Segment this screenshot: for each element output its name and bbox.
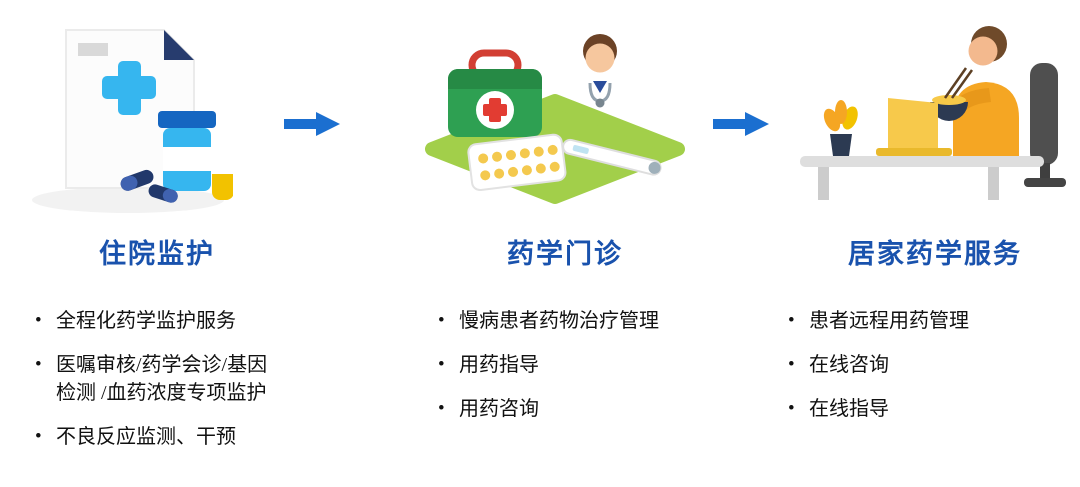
hospital-monitoring-illustration (28, 10, 234, 220)
desk (800, 156, 1044, 200)
pharmacy-clinic-icon (425, 34, 685, 204)
list-item: 全程化药学监护服务 (32, 307, 282, 335)
arrow-right-icon (713, 110, 771, 143)
list-item: 患者远程用药管理 (785, 307, 1080, 335)
list-item: 在线指导 (785, 395, 1080, 423)
list-item: 用药指导 (435, 351, 695, 379)
laptop-icon (876, 98, 952, 156)
list-item: 不良反应监测、干预 (32, 423, 282, 451)
section-pharmacy-clinic: 药学门诊 慢病患者药物治疗管理 用药指导 用药咨询 (435, 232, 695, 439)
section-title: 居家药学服务 (848, 239, 1022, 269)
bullet-list: 患者远程用药管理 在线咨询 在线指导 (785, 307, 1080, 423)
medicine-cup-icon (212, 174, 234, 200)
capsule-pills-icon (120, 169, 178, 203)
medical-cross-icon (102, 61, 156, 115)
bullet-list: 全程化药学监护服务 医嘱审核/药学会诊/基因检测 /血药浓度专项监护 不良反应监… (32, 307, 282, 451)
section-hospital-monitoring: 住院监护 全程化药学监护服务 医嘱审核/药学会诊/基因检测 /血药浓度专项监护 … (32, 232, 282, 467)
list-item: 用药咨询 (435, 395, 695, 423)
home-service-illustration (790, 8, 1075, 208)
chair (1024, 63, 1066, 187)
section-title: 药学门诊 (507, 239, 623, 269)
medical-document-icon (32, 29, 234, 213)
list-item: 慢病患者药物治疗管理 (435, 307, 695, 335)
person-at-desk-icon (800, 26, 1066, 200)
first-aid-kit-icon (448, 49, 542, 137)
list-item: 在线咨询 (785, 351, 1080, 379)
pill-blister-pack-icon (467, 133, 567, 192)
pharmacy-clinic-illustration (420, 15, 690, 215)
doctor-figure (570, 34, 630, 115)
arrow-right-icon (284, 110, 342, 143)
pill-bottle-icon (158, 111, 216, 191)
section-title: 住院监护 (99, 239, 215, 269)
list-item: 医嘱审核/药学会诊/基因检测 /血药浓度专项监护 (32, 351, 282, 407)
section-home-pharmacy-service: 居家药学服务 患者远程用药管理 在线咨询 在线指导 (785, 232, 1080, 439)
thermometer-icon (562, 138, 662, 176)
plant-icon (823, 100, 858, 156)
person-figure (930, 26, 1019, 158)
noodle-bowl-icon (930, 102, 968, 121)
bullet-list: 慢病患者药物治疗管理 用药指导 用药咨询 (435, 307, 695, 423)
